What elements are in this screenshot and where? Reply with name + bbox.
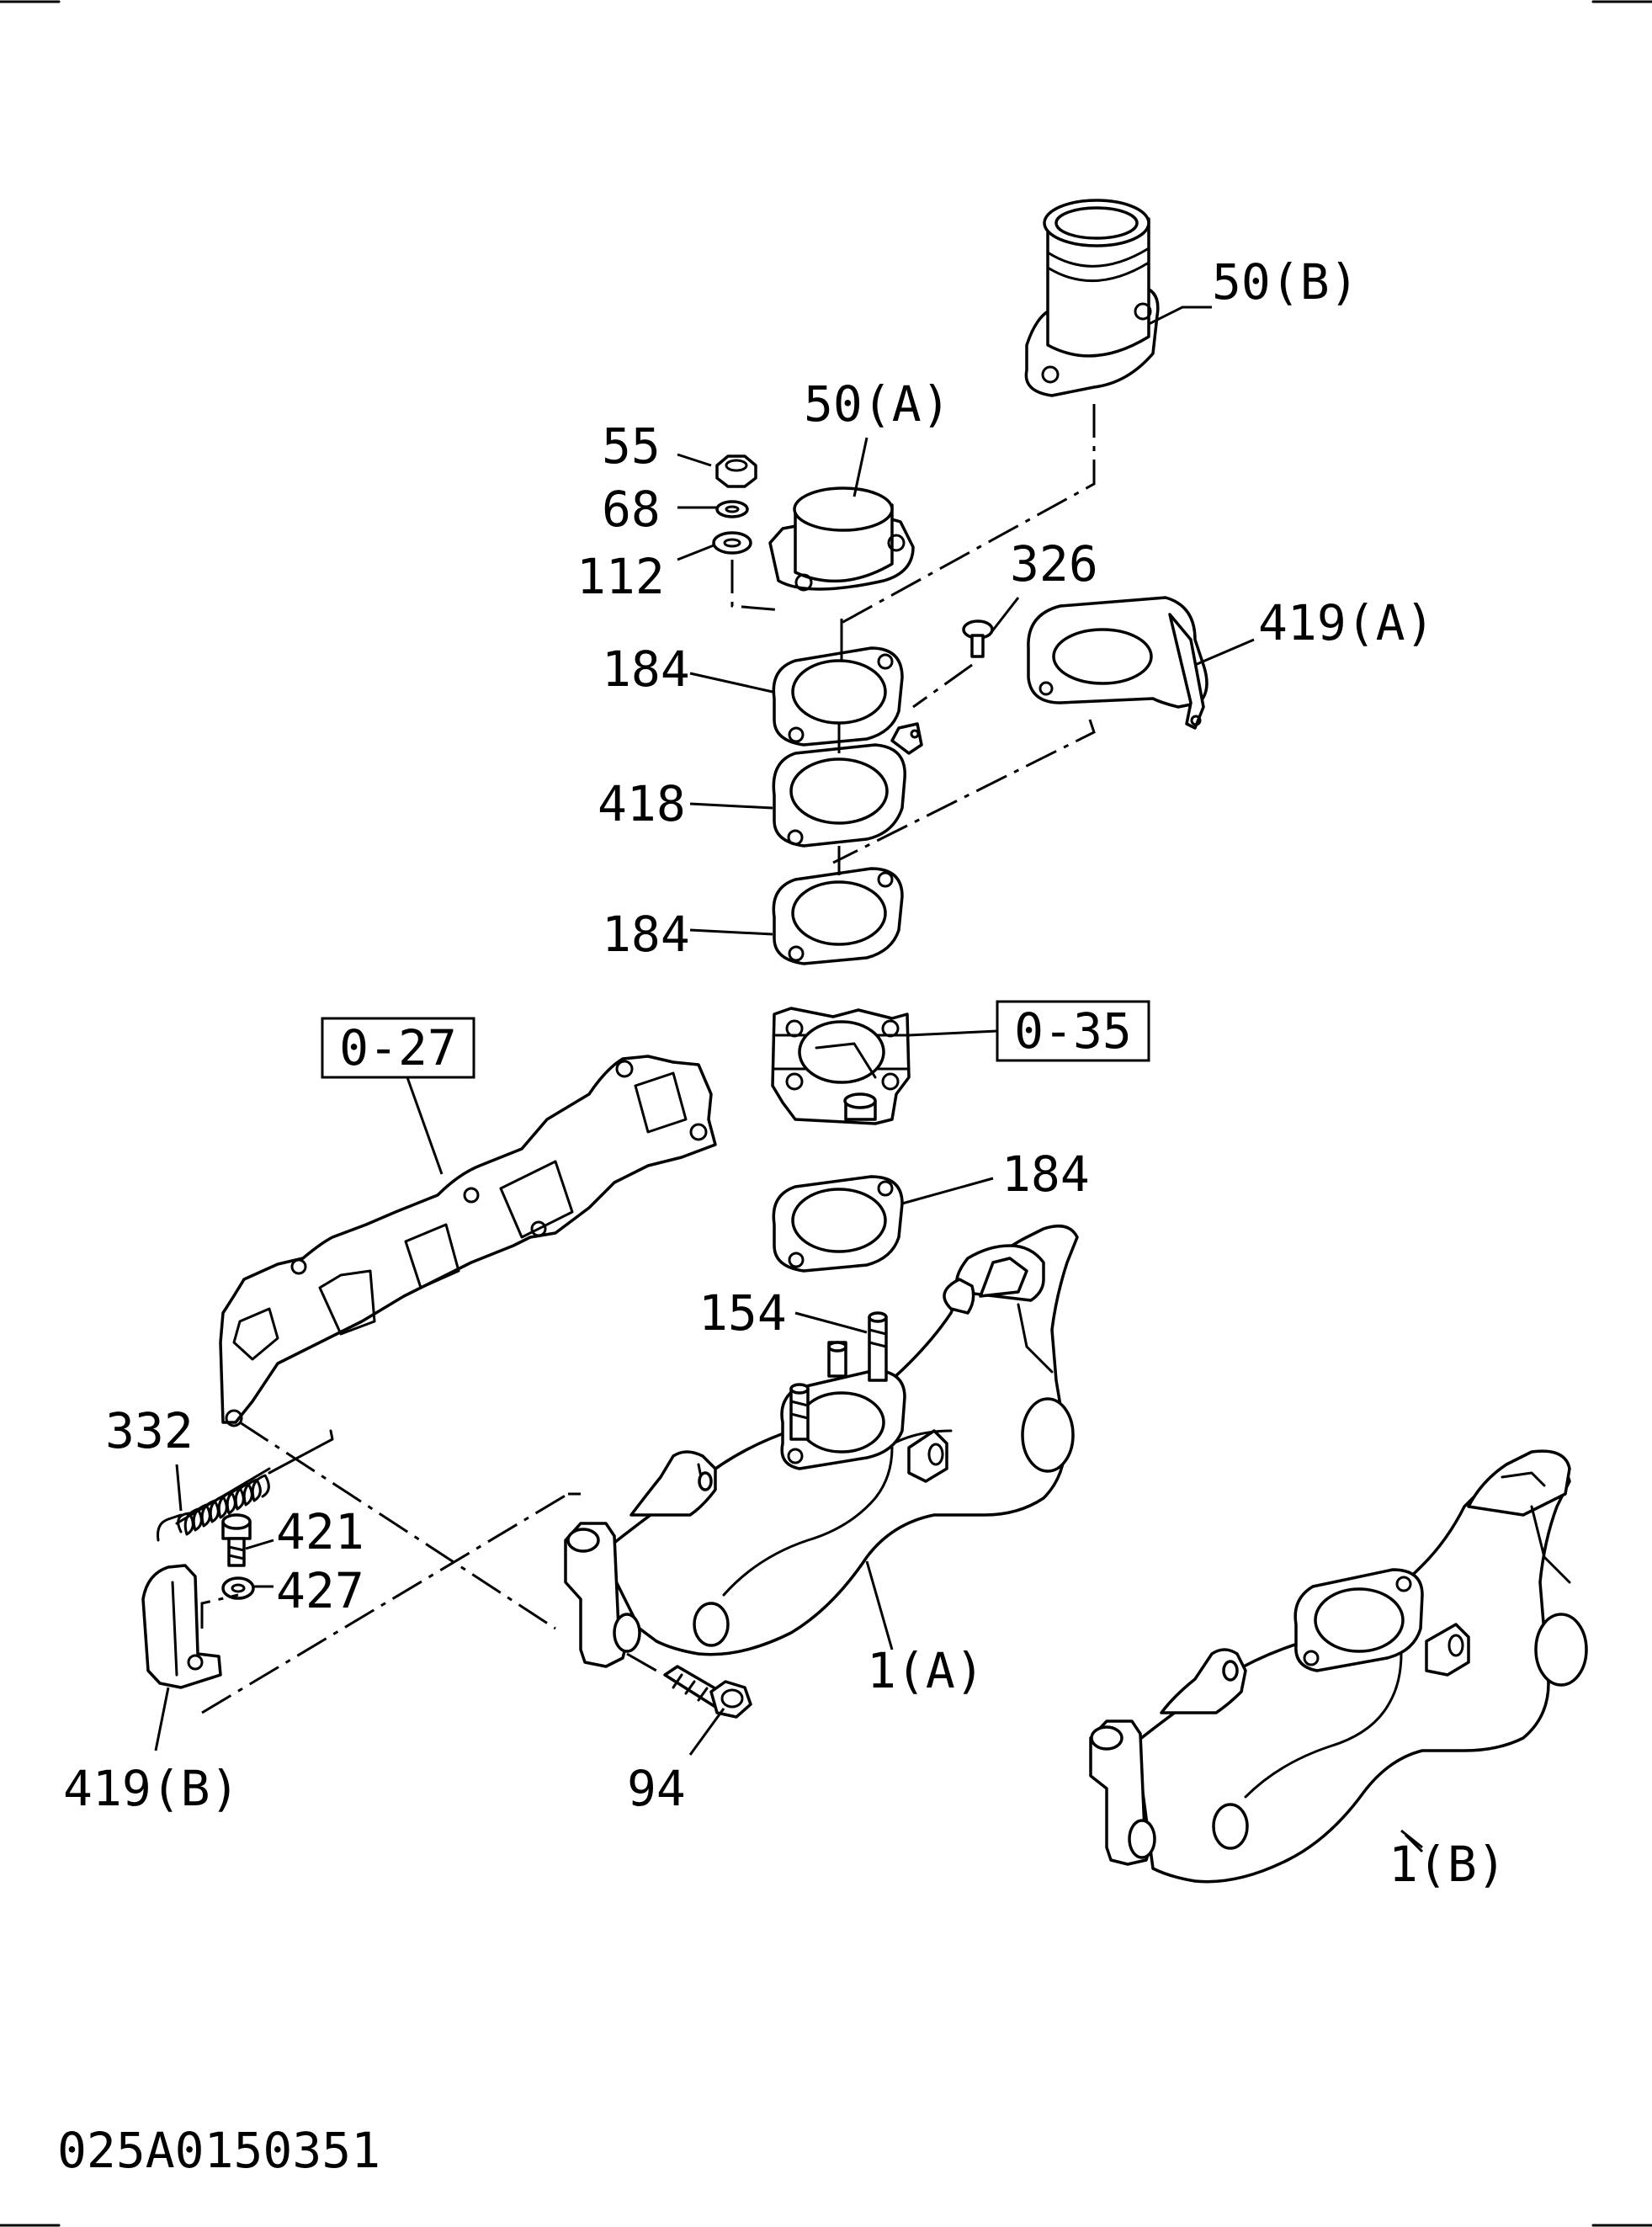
label-154: 154 (699, 1284, 787, 1342)
part-68-lock-washer (715, 500, 749, 518)
label-184-middle: 184 (602, 906, 690, 963)
label-184-lower: 184 (1001, 1145, 1090, 1203)
part-184-gasket-middle (772, 867, 904, 965)
part-94-bolt (663, 1665, 752, 1719)
part-1b-exhaust-manifold (1089, 1449, 1588, 1884)
label-68: 68 (602, 481, 661, 538)
label-50a: 50(A) (804, 375, 951, 433)
label-419b: 419(B) (63, 1760, 240, 1817)
label-419a: 419(A) (1258, 594, 1435, 651)
part-184-gasket-top (772, 646, 904, 747)
reference-label-035[interactable]: 0-35 (1014, 1002, 1132, 1060)
label-55: 55 (602, 417, 661, 475)
part-332-spring (157, 1429, 334, 1542)
label-326: 326 (1010, 535, 1098, 593)
part-418-gasket (772, 722, 923, 848)
label-427: 427 (276, 1562, 364, 1619)
reference-box-035[interactable]: 0-35 (996, 1000, 1150, 1062)
assembly-centerlines (200, 404, 1096, 1714)
label-1b: 1(B) (1389, 1836, 1506, 1893)
part-50a-cap-flange (768, 486, 915, 592)
part-50b-pipe-flange (1024, 199, 1160, 397)
reference-label-027[interactable]: 0-27 (339, 1019, 457, 1076)
part-419a-bracket (1027, 596, 1208, 730)
label-332: 332 (105, 1402, 194, 1459)
part-184-gasket-lower (772, 1175, 904, 1273)
drawing-code: 025A0150351 (57, 2122, 380, 2179)
label-421: 421 (276, 1503, 364, 1560)
part-1a-exhaust-manifold (564, 1224, 1079, 1668)
part-number-labels: 50(B) 50(A) 55 68 112 326 419(A) 184 418… (63, 253, 1506, 1893)
part-manifold-gasket-ref-027 (219, 1055, 717, 1427)
part-421-bolt (221, 1513, 252, 1567)
part-419b-bracket (141, 1564, 222, 1689)
part-throttle-body-ref-035 (771, 1007, 911, 1125)
label-94: 94 (627, 1760, 686, 1817)
label-184-top: 184 (602, 640, 690, 698)
leader-lines (154, 306, 1424, 1853)
label-1a: 1(A) (867, 1642, 985, 1699)
label-418: 418 (598, 775, 686, 832)
label-112: 112 (576, 548, 665, 605)
label-50b: 50(B) (1212, 253, 1359, 311)
reference-box-027[interactable]: 0-27 (321, 1017, 475, 1079)
part-427-washer (221, 1576, 255, 1600)
part-326-screw (962, 619, 994, 658)
part-112-washer (712, 531, 752, 555)
part-55-nut (715, 454, 757, 488)
